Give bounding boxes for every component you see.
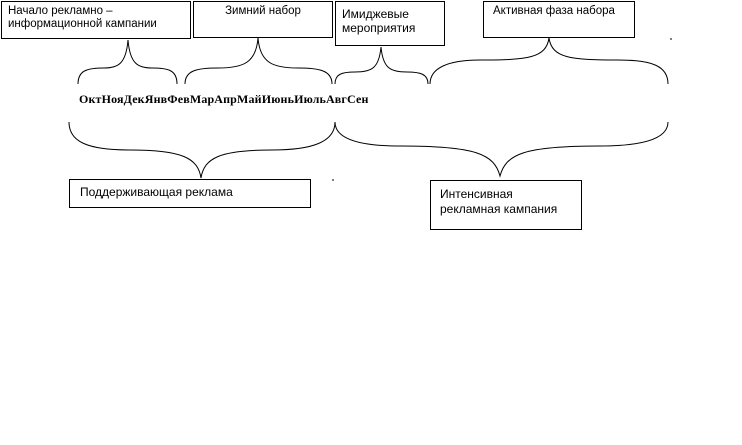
month-label: Апр: [214, 92, 238, 106]
brace-start-campaign: [77, 39, 178, 85]
brace-support-ads: [68, 121, 336, 179]
month-label: Авг: [325, 92, 348, 106]
month-label: Фев: [167, 92, 190, 106]
label-support-ads: Поддерживающая реклама: [69, 179, 311, 208]
month-label: Дек: [123, 92, 145, 106]
month-label: Сен: [347, 92, 369, 106]
brace-active-phase: [429, 37, 669, 85]
month-label: Ноя: [101, 92, 124, 106]
month-label: Окт: [79, 92, 102, 106]
brace-intensive-campaign: [334, 121, 669, 178]
label-intensive-campaign: Интенсивная рекламная кампания: [430, 180, 582, 230]
label-start-campaign: Начало рекламно – информационной кампани…: [1, 1, 191, 39]
months-timeline: ОктНояДекЯнвФевМарАпрМайИюньИюльАвгСен: [79, 92, 369, 107]
month-label: Июнь: [261, 92, 295, 106]
brace-winter-recruitment: [184, 37, 333, 85]
month-label: Июль: [294, 92, 326, 106]
month-label: Май: [237, 92, 262, 106]
month-label: Мар: [189, 92, 215, 106]
label-image-events: Имиджевые мероприятия: [335, 1, 445, 46]
label-active-phase: Активная фаза набора: [483, 1, 635, 38]
month-label: Янв: [144, 92, 168, 106]
label-winter-recruitment: Зимний набор: [193, 1, 333, 38]
brace-image-events: [334, 46, 429, 85]
